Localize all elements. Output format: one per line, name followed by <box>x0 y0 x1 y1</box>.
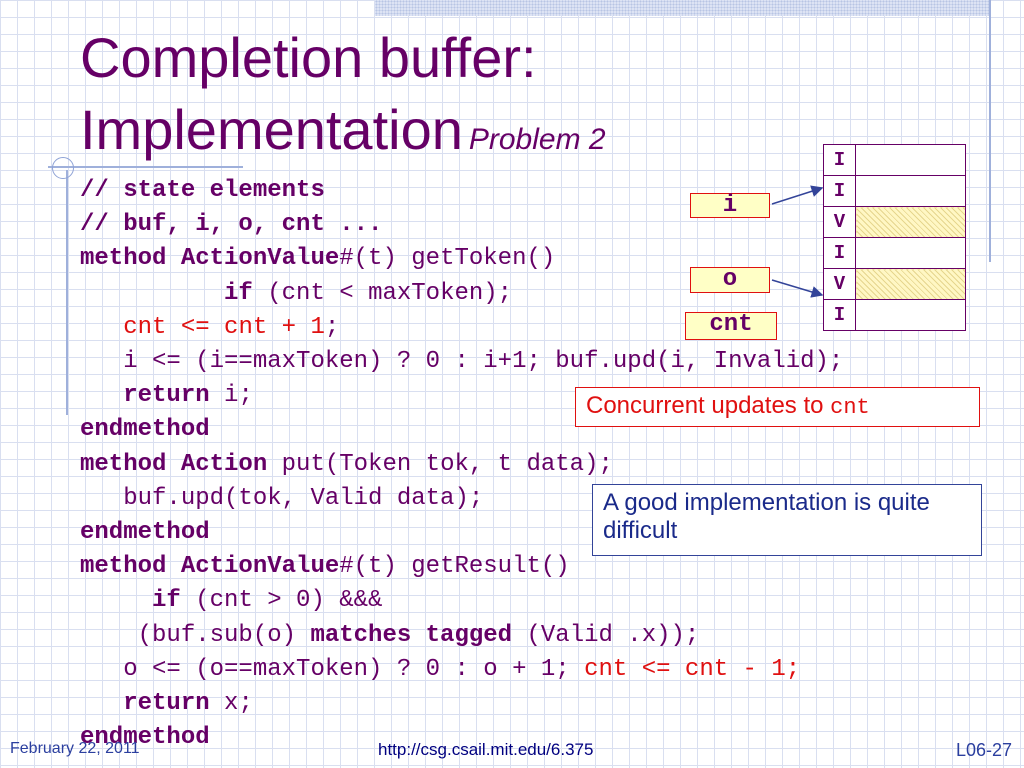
concurrent-note-text: Concurrent updates to <box>586 392 824 419</box>
concurrent-updates-note: Concurrent updates to cnt <box>575 387 980 427</box>
slide-number: L06-27 <box>955 740 1012 760</box>
buffer-value <box>855 237 966 269</box>
code-line: o <= (o==maxToken) ? 0 : o + 1; cnt <= c… <box>80 655 801 683</box>
buffer-row: I <box>823 299 966 331</box>
code-line: return x; <box>123 690 253 718</box>
code-line: method ActionValue#(t) getResult() <box>80 553 570 581</box>
buffer-value <box>855 175 966 207</box>
code-line: // buf, i, o, cnt ... <box>80 211 383 239</box>
register-o: o <box>690 267 770 293</box>
buffer-table: I I V I V I <box>823 144 966 331</box>
buffer-value <box>855 268 966 300</box>
buffer-tag: I <box>823 299 856 331</box>
buffer-value <box>855 144 966 176</box>
buffer-row: V <box>823 268 966 300</box>
buffer-row: I <box>823 237 966 269</box>
buffer-value <box>855 206 966 238</box>
code-block: // state elements // buf, i, o, cnt ... … <box>80 174 843 755</box>
buffer-tag: I <box>823 144 856 176</box>
register-cnt: cnt <box>685 312 777 340</box>
code-line: endmethod <box>80 519 210 547</box>
code-line: if (cnt < maxToken); <box>224 279 513 307</box>
code-line: return i; <box>123 382 253 410</box>
right-rule <box>989 0 991 262</box>
crosshair-icon <box>52 157 74 179</box>
title-line-1: Completion buffer: <box>80 26 537 89</box>
header-band <box>375 0 989 16</box>
concurrent-note-code: cnt <box>830 395 870 420</box>
register-i: i <box>690 193 770 218</box>
buffer-tag: I <box>823 237 856 269</box>
footer-date: February 22, 2011 <box>10 740 140 757</box>
buffer-row: I <box>823 144 966 176</box>
buffer-tag: V <box>823 268 856 300</box>
buffer-value <box>855 299 966 331</box>
code-line: method Action put(Token tok, t data); <box>80 450 613 478</box>
title-rule <box>48 166 243 168</box>
page-subtitle: Problem 2 <box>468 123 606 156</box>
buffer-row: I <box>823 175 966 207</box>
title-line-2: Implementation <box>80 98 463 161</box>
code-line: // state elements <box>80 177 325 204</box>
arrow-i-to-buffer <box>771 185 824 205</box>
code-line: cnt <= cnt + 1; <box>123 313 340 341</box>
buffer-row: V <box>823 206 966 238</box>
code-line: endmethod <box>80 724 210 752</box>
code-line: if (cnt > 0) &&& <box>152 587 383 615</box>
arrow-o-to-buffer <box>771 279 824 298</box>
code-line: i <= (i==maxToken) ? 0 : i+1; buf.upd(i,… <box>80 348 844 376</box>
code-line: endmethod <box>80 416 210 444</box>
code-line: (buf.sub(o) matches tagged (Valid .x)); <box>80 621 700 649</box>
buffer-tag: I <box>823 175 856 207</box>
difficulty-note: A good implementation is quite difficult <box>592 484 982 556</box>
code-line: buf.upd(tok, Valid data); <box>80 484 484 512</box>
left-rule <box>66 170 68 415</box>
footer-url[interactable]: http://csg.csail.mit.edu/6.375 <box>378 740 594 759</box>
code-line: method ActionValue#(t) getToken() <box>80 245 556 273</box>
